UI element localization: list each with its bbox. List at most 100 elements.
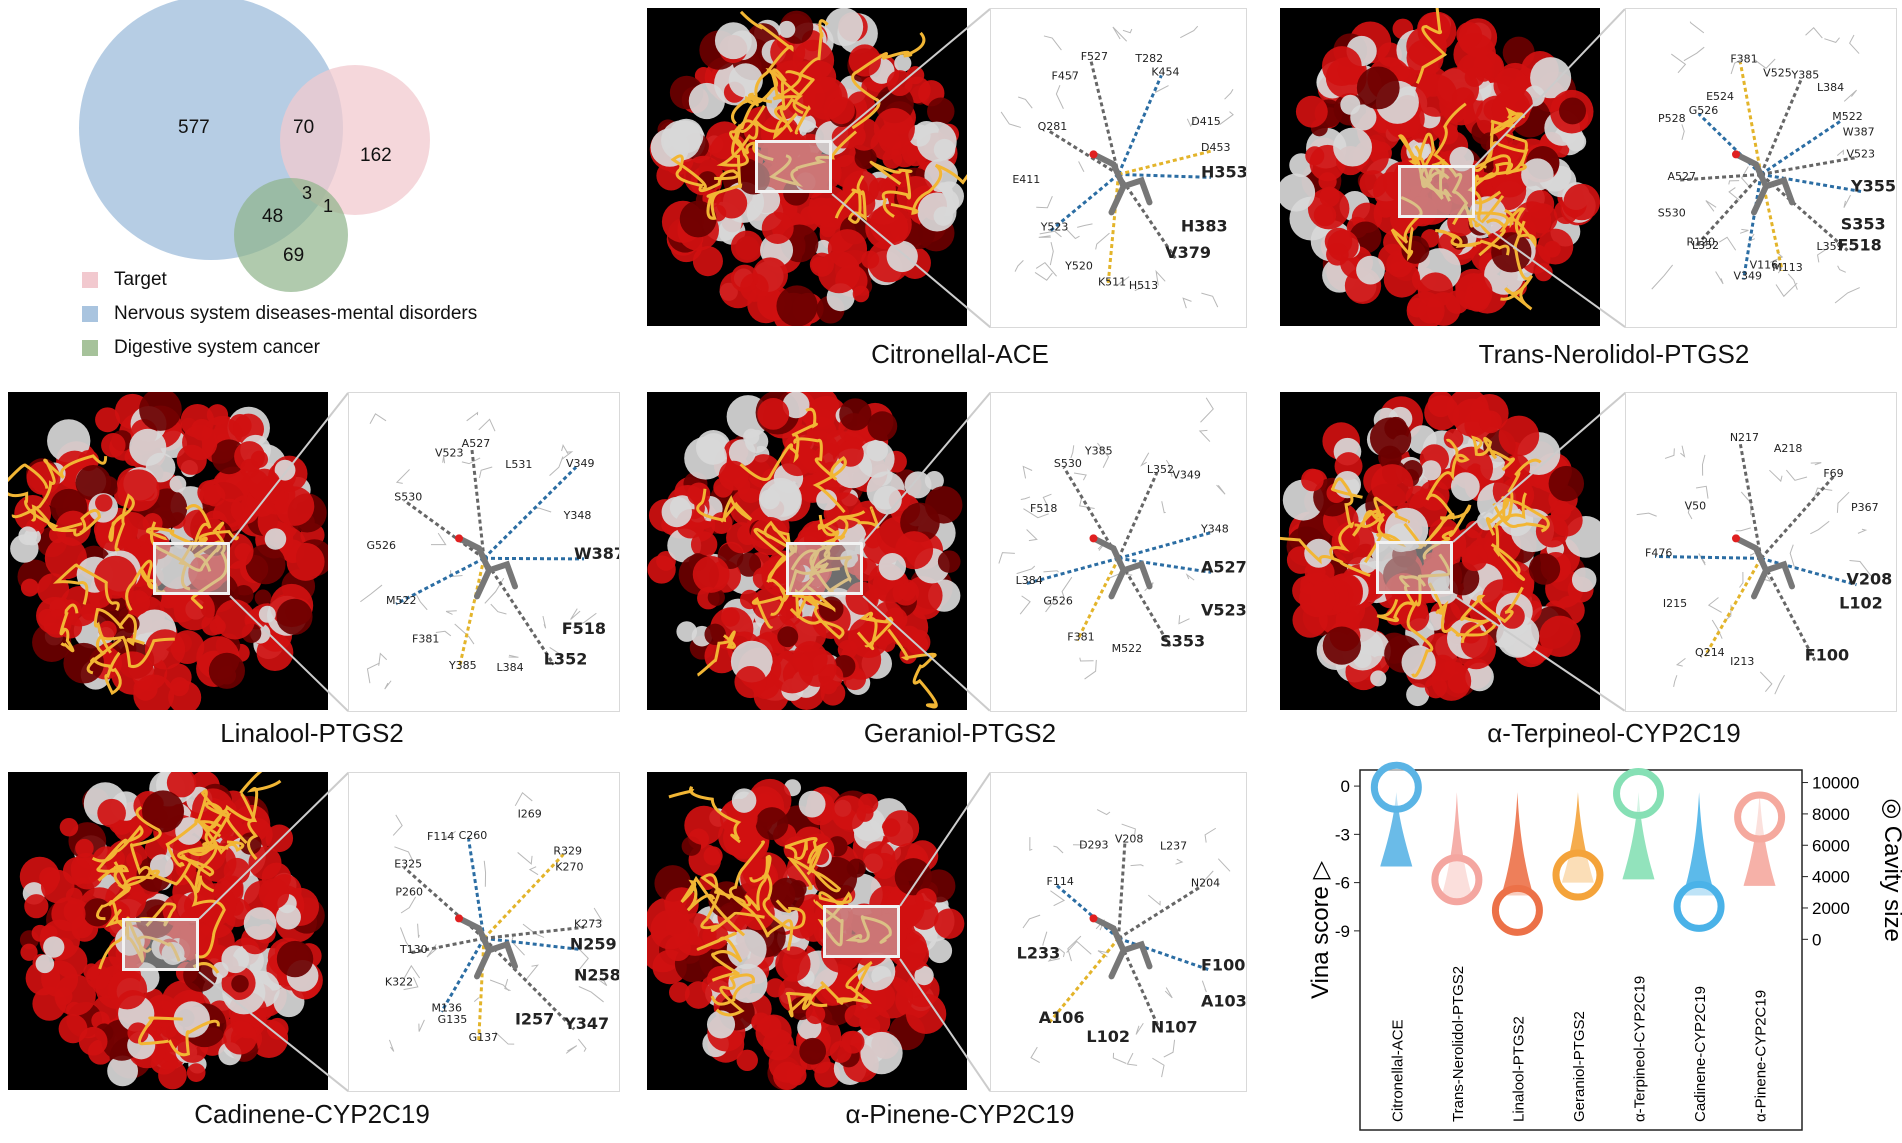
residue-label: R120: [1686, 235, 1715, 248]
residue-label: V349: [1172, 468, 1201, 481]
residue-label: K273: [574, 917, 602, 930]
residue-label: T282: [1134, 52, 1163, 65]
venn-count-target-only: 162: [360, 145, 392, 166]
residue-label: D293: [1079, 838, 1108, 851]
residue-label: S530: [1658, 206, 1686, 219]
residue-label: G526: [1043, 594, 1073, 607]
residue-label: I269: [518, 807, 542, 820]
binding-interaction-inset: W387F518L352L384Y385F381M522G526S530V523…: [348, 392, 620, 712]
binding-site-box: [1398, 165, 1475, 218]
residue-label: P367: [1851, 501, 1879, 514]
residue-label: Y523: [1040, 221, 1069, 234]
residue-label: F381: [1067, 631, 1094, 644]
venn-diagram: 577 70 162 3 48 1 69 Target Nervous syst…: [0, 0, 520, 360]
residue-label: N107: [1151, 1017, 1198, 1036]
residue-label: F518: [562, 619, 606, 638]
cavity-size-ring: [1734, 791, 1786, 843]
residue-label: K270: [555, 861, 583, 874]
category-label: Cadinene-CYP2C19: [1692, 986, 1709, 1122]
residue-label: K511: [1098, 276, 1126, 289]
y-axis-title-right: ◎ Cavity size: [1879, 798, 1902, 942]
y-tick-label-right: 4000: [1812, 868, 1850, 887]
residue-label: Y355: [1850, 176, 1896, 195]
residue-label: M522: [386, 594, 417, 607]
residue-label: K322: [385, 975, 413, 988]
residue-label: I213: [1730, 655, 1754, 668]
cavity-size-ring: [1613, 768, 1665, 820]
legend-swatch: [82, 272, 98, 288]
cavity-size-ring: [1673, 880, 1725, 932]
residue-label: V523: [1201, 601, 1246, 620]
panel-caption: Linalool-PTGS2: [220, 718, 404, 748]
panel-caption: α-Terpineol-CYP2C19: [1487, 718, 1741, 748]
category-label: Linalool-PTGS2: [1510, 1016, 1527, 1122]
binding-site-box: [823, 905, 900, 958]
binding-site-box: [1376, 541, 1453, 594]
residue-label: L352: [1147, 463, 1174, 476]
residue-label: F69: [1823, 467, 1843, 480]
residue-label: F476: [1645, 546, 1672, 559]
residue-label: Q281: [1038, 120, 1068, 133]
residue-label: I257: [515, 1010, 554, 1029]
y-tick-label-left: 0: [1341, 777, 1350, 796]
vina-score-violin: [1501, 792, 1534, 896]
residue-label: H513: [1129, 279, 1158, 292]
category-label: α-Pinene-CYP2C19: [1753, 990, 1770, 1122]
residue-label: L352: [1692, 239, 1719, 252]
venn-count-target-digestive: 1: [323, 196, 334, 216]
residue-label: N259: [570, 934, 617, 953]
residue-label: F527: [1081, 50, 1108, 63]
legend-swatch: [82, 306, 98, 322]
venn-count-all-three: 3: [302, 183, 313, 203]
category-label: Geraniol-PTGS2: [1571, 1011, 1588, 1122]
residue-label: H353: [1201, 162, 1246, 181]
residue-label: D415: [1191, 115, 1220, 128]
vina-score-violin: [1683, 792, 1716, 896]
panel-caption: α-Pinene-CYP2C19: [845, 1099, 1075, 1129]
residue-label: V349: [566, 457, 595, 470]
venn-count-nervous-digestive: 48: [262, 206, 284, 227]
legend-label: Nervous system diseases-mental disorders: [114, 303, 478, 324]
cavity-size-ring: [1552, 849, 1604, 901]
residue-label: P528: [1658, 112, 1686, 125]
residue-label: F381: [1730, 53, 1757, 66]
residue-label: Y347: [563, 1014, 609, 1033]
protein-surface-image: [8, 392, 328, 710]
residue-label: Y348: [1200, 523, 1229, 536]
panel-caption: Trans-Nerolidol-PTGS2: [1478, 339, 1750, 369]
y-tick-label-right: 8000: [1812, 805, 1850, 824]
residue-label: K454: [1151, 65, 1179, 78]
residue-label: V349: [1733, 269, 1762, 282]
binding-site-box: [122, 918, 199, 971]
vina-score-violin: [1380, 792, 1413, 867]
residue-label: F114: [427, 830, 454, 843]
residue-label: A218: [1774, 442, 1803, 455]
residue-label: S530: [1054, 457, 1082, 470]
residue-label: L384: [497, 661, 524, 674]
residue-label: A106: [1039, 1008, 1085, 1027]
y-axis-title-left: Vina score ▷: [1307, 860, 1334, 999]
binding-site-box: [755, 140, 832, 193]
legend-label: Digestive system cancer: [114, 337, 320, 358]
residue-label: F114: [1047, 875, 1074, 888]
residue-label: D453: [1201, 141, 1230, 154]
venn-count-digestive-only: 69: [283, 245, 305, 266]
y-tick-label-left: -9: [1335, 922, 1350, 941]
residue-label: S353: [1841, 215, 1886, 234]
residue-label: E325: [394, 858, 422, 871]
residue-label: Y385: [448, 659, 477, 672]
residue-label: Y385: [1791, 69, 1820, 82]
protein-surface-image: [647, 772, 967, 1090]
residue-label: F518: [1837, 235, 1881, 254]
panel-caption: Geraniol-PTGS2: [863, 718, 1057, 748]
y-tick-label-left: -6: [1335, 874, 1350, 893]
category-label: Citronellal-ACE: [1389, 1019, 1406, 1122]
residue-label: V525: [1763, 67, 1792, 80]
residue-label: L384: [1817, 81, 1844, 94]
